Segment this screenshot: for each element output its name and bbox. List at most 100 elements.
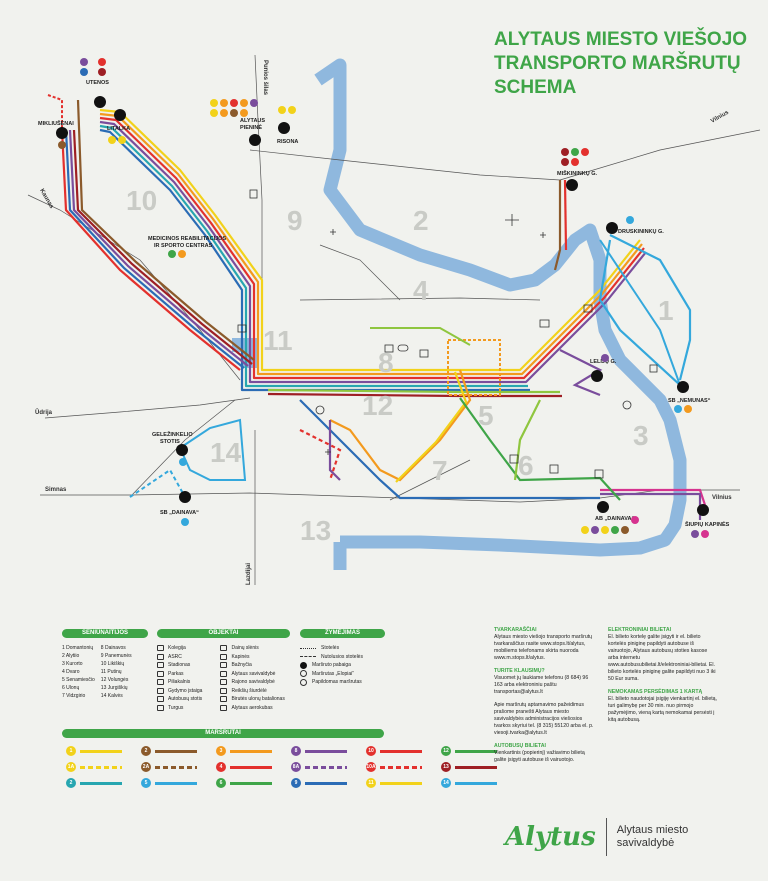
district-9: 9 [287,205,303,236]
route-line-sample [80,781,122,785]
logo-word: Alytus [505,822,596,852]
info-nemokamas-text: El. bilieto naudotojai įsigiję vienkarti… [608,696,717,723]
route-legend-item: 10 [366,746,441,756]
route-line-sample [155,765,197,769]
object-icon [220,653,228,660]
route-badge: 3 [216,746,226,756]
route-badge: 14 [441,778,451,788]
church-icon-4 [594,469,604,479]
title-line-1: ALYTAUS MIESTO VIEŠOJO [494,29,748,50]
route-line-sample [455,765,497,769]
objektas-label: Stadionas [168,662,191,668]
route-badge: 6 [216,778,226,788]
route-line-sample [155,749,197,753]
objektas-label: Parkas [168,670,184,677]
legend-zymejimas-header: ŽYMĖJIMAS [300,629,385,638]
objektas-label: ASRC [168,653,182,660]
hospital-icon-2 [325,449,331,455]
route-east-branch [553,179,707,520]
road-kaunas: Kaunas [38,188,54,210]
info-autobusu-text: Vienkartinis (popierinį) važiavimo bilie… [494,750,585,763]
logo-divider [605,818,607,856]
terminal-mikliusenai [56,127,68,139]
terminal-risona-label: RISONA [277,139,298,145]
route-green [370,327,471,346]
cemetery-icon [315,405,325,415]
info-elektroniniai-text: El. bilieto kortelę galite įsigyti ir el… [608,634,716,682]
seniunaitija-item: 8 Dainavos [100,645,126,651]
objektas-label: Reikšių šiurdėlė [231,687,267,694]
district-12: 12 [362,390,393,421]
object-icon [157,687,164,694]
park-icon-2 [583,304,593,313]
route-line-sample [455,781,497,785]
park-icon [237,324,247,333]
terminal-medicinos-label: MEDICINOS REABILITACIJOS [148,236,226,242]
route-legend-item: 10A [366,762,441,772]
zymejimas-item: Papildomas maršrutas [300,678,385,687]
route-badge: 2 [66,778,76,788]
route-legend-item: 6 [216,778,291,788]
route-west-branch [60,99,255,371]
info-turite-heading: TURITE KLAUSIMŲ? [494,668,545,674]
route-badge: 8A [291,762,301,772]
legend-objektai-header: OBJEKTAI [157,629,290,638]
landmark-icons [237,189,658,479]
terminal-gelezinkelio-label2: STOTIS [160,439,180,445]
road-vilnius: Vilnius [712,495,732,501]
route-legend-item: 13 [441,762,516,772]
route-line-sample [230,765,272,769]
road-udrija: Ūdrija [35,409,53,416]
symbol-marker [300,647,316,649]
terminal-siupiu-label: ŠIUPIŲ KAPINĖS [685,520,730,528]
terminal-medicinos-label2: IR SPORTO CENTRAS [154,243,213,249]
district-1: 1 [658,295,674,326]
symbol-marker [300,656,316,658]
route-legend-item: 1 [66,746,141,756]
info-autobusu-heading: AUTOBUSŲ BILIETAI [494,743,546,749]
route-badge: 10A [366,762,376,772]
zymejimas-item: Stotelės [300,644,385,653]
objektas-label: Kapinės [231,653,250,660]
church-icon-3 [549,464,559,474]
object-icon [220,696,228,703]
seniunaitija-item: 4 Dvaro [62,669,80,675]
terminal-druskininku-label: DRUSKININKŲ G. [618,229,664,235]
objektas-item: Dainų slėnis [220,644,284,653]
objektas-label: Dainų slėnis [231,645,259,651]
objektas-label: Rajono savivaldybė [231,679,275,685]
zymejimas-label: Maršruto pabaiga [312,662,351,668]
info-tvarkarasciai-text: Alytaus miesto viešojo transporto maršru… [494,634,593,661]
seniunaitija-item: 2 Alytiio [62,653,80,659]
terminal-risona [278,122,290,134]
terminal-nemunas [677,381,689,393]
district-2: 2 [413,205,429,236]
terminal-miskininku-label: MIŠKININKŲ G. [557,169,598,177]
object-icon [220,662,228,669]
objektas-item: Kapinės [220,653,284,662]
route-badge: 2 [141,746,151,756]
route-badge: 12 [441,746,451,756]
objektas-label: Turgus [168,704,184,711]
church-icon [249,189,258,199]
route-line-sample [380,765,422,769]
seniunaitija-item: 14 Kalvės [100,693,123,699]
route-legend-item: 1A [66,762,141,772]
hospital-icon-3 [540,232,546,238]
map-title: ALYTAUS MIESTO VIEŠOJO TRANSPORTO MARŠRU… [494,28,754,100]
route-legend-item: 11 [366,778,441,788]
terminal-siupiu [697,504,709,516]
district-7: 7 [432,455,448,486]
road-punios: Punios šilas [262,60,268,96]
object-icon [220,704,228,711]
symbol-marker [300,661,307,669]
route-kalves-loop [129,418,247,498]
objektas-item: Turgus [157,704,202,713]
